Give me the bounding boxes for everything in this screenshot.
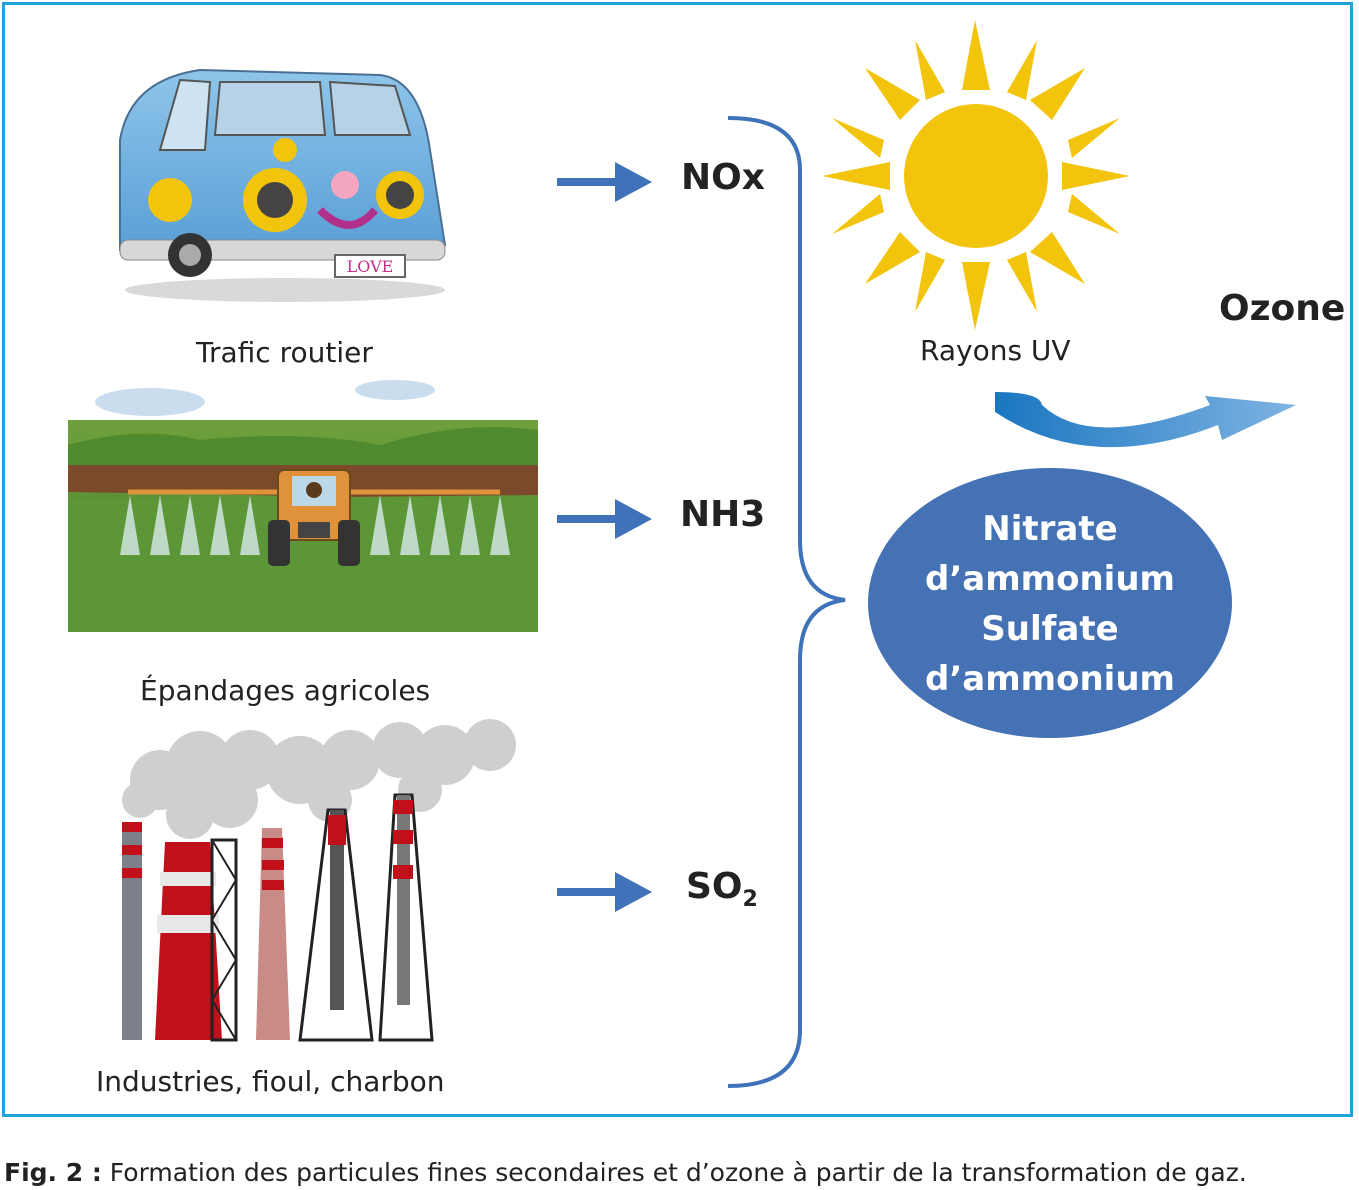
caption-text: Formation des particules fines secondair… [101,1158,1247,1187]
factory-chimneys-icon [122,719,516,1042]
ozone-label: Ozone [1219,288,1346,329]
gas-nh3: NH3 [680,494,766,535]
gas-so2-subscript: 2 [742,887,758,912]
uv-label: Rayons UV [920,334,1071,367]
arrow-nh3 [557,499,652,539]
gas-nox: NOx [681,157,765,198]
sun-icon [822,20,1130,330]
van-icon: LOVE [119,68,447,302]
source-label-industry: Industries, fioul, charbon [96,1065,445,1098]
van-plate: LOVE [347,257,394,276]
product-line-3: Sulfate [981,609,1119,649]
uv-to-ozone-arrow [995,392,1296,448]
caption-prefix: Fig. 2 : [4,1158,102,1187]
figure-frame [2,2,1353,1117]
product-line-4: d’ammonium [925,659,1175,699]
arrow-nox [557,162,652,202]
tractor-field-icon [68,380,538,632]
source-label-agriculture: Épandages agricoles [140,674,431,707]
gas-so2: SO2 [686,866,758,912]
product-line-1: Nitrate [982,509,1118,549]
arrow-so2 [557,872,652,912]
grouping-brace [727,116,846,1088]
source-label-traffic: Trafic routier [196,336,373,369]
products-text: Nitrate d’ammonium Sulfate d’ammonium [868,504,1232,704]
gas-so2-main: SO [686,866,743,907]
products-ellipse [868,468,1232,738]
figure-caption: Fig. 2 : Formation des particules fines … [4,1158,1247,1187]
product-line-2: d’ammonium [925,559,1175,599]
